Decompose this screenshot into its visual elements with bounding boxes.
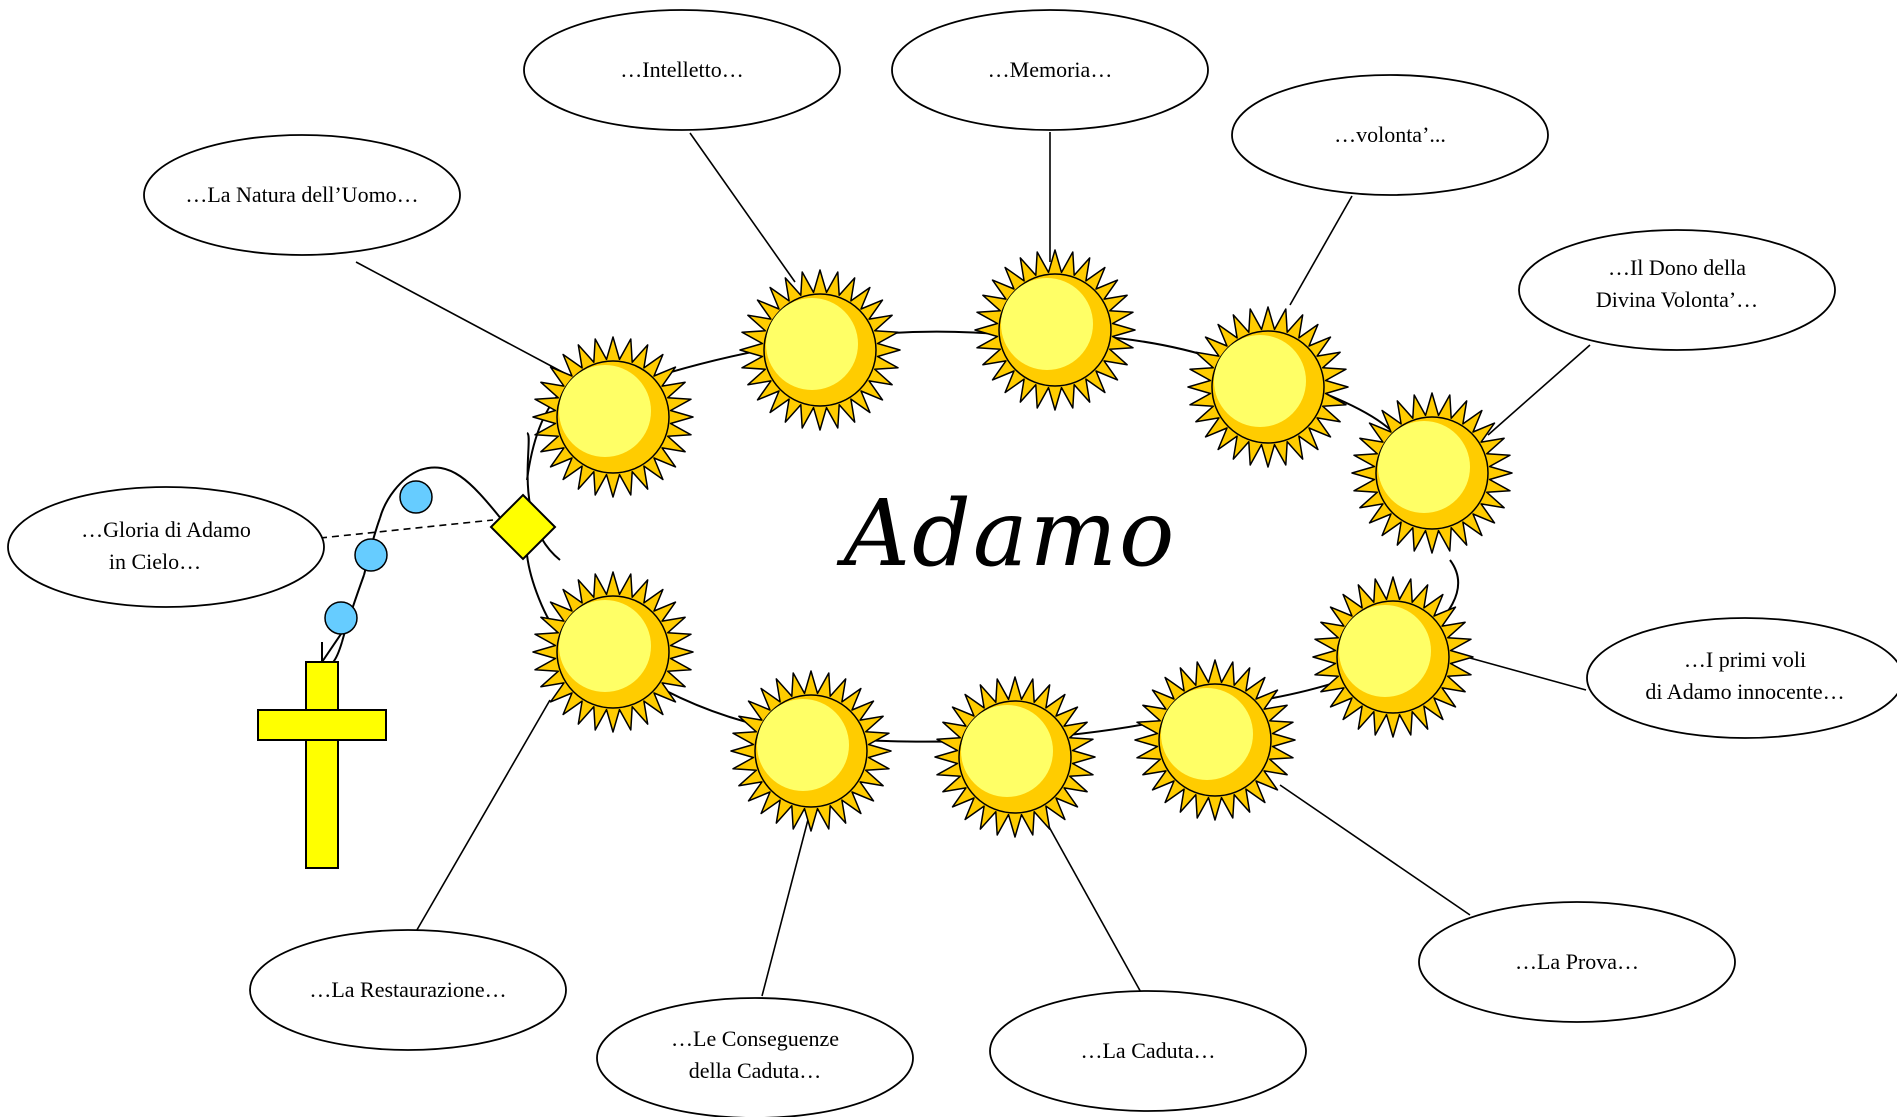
- rosary-bead: [324, 601, 358, 635]
- sun-icon: [1187, 306, 1349, 468]
- label-primi-voli-line2: di Adamo innocente…: [1645, 679, 1844, 704]
- label-restaurazione: …La Restaurazione…: [309, 977, 506, 1002]
- diamond-marker: [489, 493, 557, 561]
- bubble-conseguenze: [596, 997, 914, 1117]
- label-intelletto: …Intelletto…: [620, 57, 743, 82]
- label-gloria-line1: …Gloria di Adamo: [81, 517, 251, 542]
- bubble-prova: [1418, 901, 1736, 1023]
- label-conseguenze-line2: della Caduta…: [689, 1058, 822, 1083]
- sun-icon: [1312, 576, 1474, 738]
- label-dono-line2: Divina Volonta’…: [1596, 287, 1758, 312]
- diagram-title: Adamo: [836, 480, 1177, 587]
- sun-icon: [974, 249, 1136, 411]
- sun-icon: [532, 336, 694, 498]
- bubble-intelletto: [523, 9, 841, 131]
- label-texts: …La Natura dell’Uomo… …Intelletto… …Memo…: [81, 57, 1845, 1083]
- label-natura: …La Natura dell’Uomo…: [185, 182, 418, 207]
- sun-icon: [532, 571, 694, 733]
- sun-icon: [739, 269, 901, 431]
- label-volonta: …volonta’...: [1334, 122, 1446, 147]
- label-memoria: …Memoria…: [988, 57, 1113, 82]
- sun-icon: [730, 670, 892, 832]
- bubble-restaurazione: [249, 929, 567, 1051]
- bubble-gloria: [7, 486, 325, 608]
- rosary-bead: [354, 538, 388, 572]
- label-dono-line1: …Il Dono della: [1608, 255, 1746, 280]
- sun-group: [532, 249, 1513, 838]
- connector-lines: [319, 132, 1591, 997]
- cross-icon: [257, 661, 387, 869]
- bubble-caduta: [989, 990, 1307, 1112]
- bubble-primi-voli: [1586, 617, 1897, 739]
- label-conseguenze-line1: …Le Conseguenze: [671, 1026, 839, 1051]
- rosary-bead: [399, 480, 433, 514]
- bubble-natura: [143, 134, 461, 256]
- label-gloria-line2: in Cielo…: [109, 549, 201, 574]
- bubble-memoria: [891, 9, 1209, 131]
- bubble-volonta: [1231, 74, 1549, 196]
- label-caduta: …La Caduta…: [1080, 1038, 1215, 1063]
- label-primi-voli-line1: …I primi voli: [1684, 647, 1806, 672]
- label-bubbles: [7, 9, 1897, 1117]
- bubble-dono: [1518, 229, 1836, 351]
- label-prova: …La Prova…: [1515, 949, 1639, 974]
- sun-icon: [1134, 659, 1296, 821]
- sun-icon: [1351, 392, 1513, 554]
- sun-icon: [934, 676, 1096, 838]
